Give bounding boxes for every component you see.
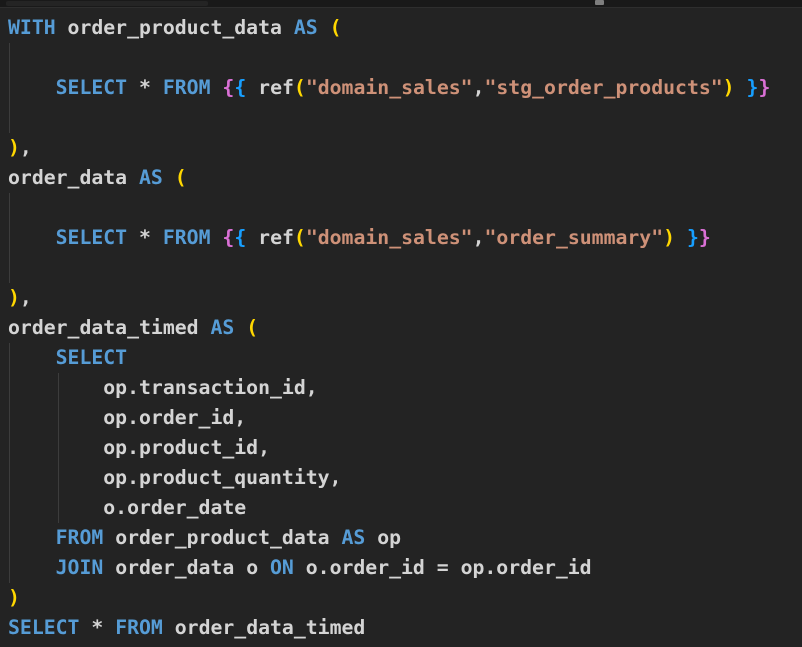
code-token-kw: AS <box>210 316 247 339</box>
code-token-id: op <box>365 526 402 549</box>
code-editor[interactable]: WITH order_product_data AS ( SELECT * FR… <box>0 8 802 647</box>
top-strip-highlight <box>6 1 208 6</box>
code-token-kw: SELECT <box>8 616 80 639</box>
code-line: SELECT * FROM {{ ref("domain_sales","ord… <box>8 223 802 253</box>
code-token-b2: { <box>222 76 235 99</box>
code-token-kw: FROM <box>55 526 104 549</box>
code-token-pun: , <box>472 76 485 99</box>
code-line <box>8 193 802 223</box>
code-token-kw: AS <box>293 16 330 39</box>
code-token-b3: { <box>234 226 247 249</box>
code-token-b1: ( <box>329 16 342 39</box>
code-token-pun <box>210 226 222 249</box>
code-token-kw: WITH <box>8 16 68 39</box>
code-token-id: order_data_timed <box>162 616 366 639</box>
code-token-id: op.transaction_id, <box>8 376 318 399</box>
top-clipped-strip <box>0 0 802 8</box>
code-line <box>8 103 802 133</box>
code-token-b1: ) <box>663 226 676 249</box>
code-token-pun <box>246 76 258 99</box>
code-token-pun: * <box>127 76 163 99</box>
indent-guide <box>9 193 10 283</box>
code-token-b2: { <box>222 226 235 249</box>
code-line <box>8 253 802 283</box>
code-token-pun <box>8 76 56 99</box>
code-line: op.order_id, <box>8 403 802 433</box>
code-line: ) <box>8 583 802 613</box>
code-token-b3: } <box>746 76 759 99</box>
code-line: o.order_date <box>8 493 802 523</box>
code-line: JOIN order_data o ON o.order_id = op.ord… <box>8 553 802 583</box>
code-token-b3: } <box>686 226 699 249</box>
code-token-pun: * <box>79 616 116 639</box>
code-token-b1: ) <box>8 136 20 159</box>
code-token-pun <box>246 226 258 249</box>
code-line: ), <box>8 283 802 313</box>
code-line: SELECT * FROM order_data_timed <box>8 613 802 643</box>
indent-guide <box>58 373 59 523</box>
code-line: SELECT <box>8 343 802 373</box>
code-token-kw: FROM <box>162 226 211 249</box>
code-token-kw: FROM <box>115 616 163 639</box>
code-line: WITH order_product_data AS ( <box>8 13 802 43</box>
code-token-b1: ( <box>293 76 306 99</box>
code-line <box>8 43 802 73</box>
code-token-pun: * <box>127 226 163 249</box>
code-line: op.product_id, <box>8 433 802 463</box>
code-token-kw: JOIN <box>55 556 104 579</box>
code-token-b1: ( <box>246 316 259 339</box>
code-line: op.transaction_id, <box>8 373 802 403</box>
code-token-b2: } <box>758 76 771 99</box>
code-token-id: order_product_data <box>67 16 294 39</box>
code-token-b2: } <box>698 226 711 249</box>
code-token-id: op.product_quantity, <box>8 466 342 489</box>
code-line: order_data_timed AS ( <box>8 313 802 343</box>
code-token-str: "domain_sales" <box>305 76 473 99</box>
indent-guide <box>9 343 10 583</box>
code-token-kw: ON <box>270 556 294 579</box>
code-token-pun <box>735 76 747 99</box>
code-token-id: o.order_date <box>8 496 247 519</box>
code-token-kw: AS <box>341 526 366 549</box>
code-token-id: order_data <box>8 166 140 189</box>
code-token-b1: ) <box>8 586 20 609</box>
code-token-kw: FROM <box>162 76 211 99</box>
code-token-pun <box>675 226 687 249</box>
code-token-pun <box>210 76 222 99</box>
code-token-fn: ref <box>258 226 294 249</box>
code-token-kw: SELECT <box>55 226 128 249</box>
indent-guide <box>9 43 10 133</box>
code-token-b1: ) <box>8 286 20 309</box>
code-token-str: "domain_sales" <box>305 226 473 249</box>
code-token-fn: ref <box>258 76 294 99</box>
code-line: order_data AS ( <box>8 163 802 193</box>
code-token-kw: SELECT <box>55 76 128 99</box>
code-line: op.product_quantity, <box>8 463 802 493</box>
top-strip-speck <box>595 0 604 5</box>
code-token-str: "order_summary" <box>484 226 664 249</box>
code-line: FROM order_product_data AS op <box>8 523 802 553</box>
code-token-id: order_product_data <box>103 526 342 549</box>
code-token-str: "stg_order_products" <box>484 76 723 99</box>
code-token-pun: , <box>472 226 485 249</box>
code-token-kw: AS <box>139 166 175 189</box>
code-token-pun <box>8 526 56 549</box>
code-token-pun <box>8 556 56 579</box>
code-line: SELECT * FROM {{ ref("domain_sales","stg… <box>8 73 802 103</box>
code-token-kw: SELECT <box>55 346 128 369</box>
code-token-b3: { <box>234 76 247 99</box>
code-token-id: order_data o <box>103 556 271 579</box>
code-token-pun: , <box>19 136 32 159</box>
code-token-pun: , <box>19 286 32 309</box>
code-token-id: order_data_timed <box>8 316 211 339</box>
code-token-pun <box>8 346 56 369</box>
code-token-b1: ( <box>174 166 187 189</box>
code-token-b1: ( <box>293 226 306 249</box>
code-token-pun <box>8 226 56 249</box>
code-token-b1: ) <box>722 76 735 99</box>
code-token-id: op.order_id, <box>8 406 247 429</box>
code-line: ), <box>8 133 802 163</box>
code-token-id: o.order_id = op.order_id <box>293 556 592 579</box>
code-token-id: op.product_id, <box>8 436 271 459</box>
